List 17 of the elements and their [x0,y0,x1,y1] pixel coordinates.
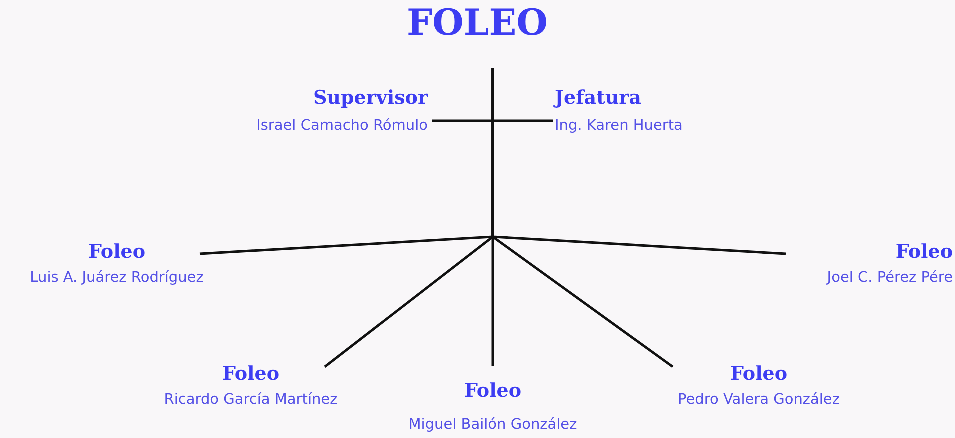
role-heading: Foleo [730,362,788,386]
role-heading: Foleo [464,379,522,403]
role-heading: Foleo [222,362,280,386]
person-name: Ing. Karen Huerta [555,117,683,136]
role-heading: Jefatura [555,86,642,110]
role-heading: Foleo [896,240,953,264]
person-name: Ricardo García Martínez [164,391,338,410]
person-name: Luis A. Juárez Rodríguez [30,269,204,288]
person-name: Miguel Bailón González [408,416,578,435]
connector-line [492,68,674,368]
person-name: Israel Camacho Rómulo [256,117,428,136]
person-name: Pedro Valera González [678,391,840,410]
connector-line [432,120,553,122]
role-heading: Foleo [88,240,146,264]
person-name: Joel C. Pérez Pére [827,269,953,288]
role-heading: Supervisor [313,86,428,110]
diagram-title: FOLEO [406,2,550,44]
